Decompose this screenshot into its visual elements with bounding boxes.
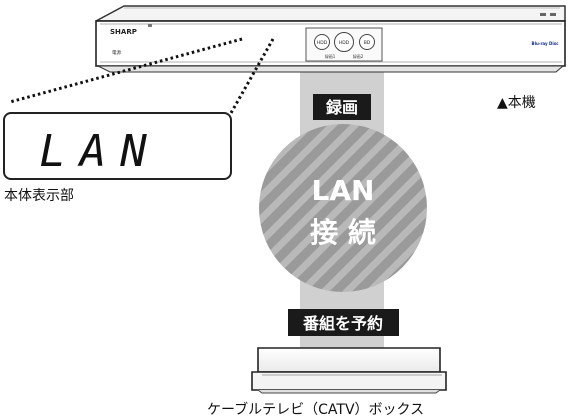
- reserve-label-bg: [288, 309, 399, 336]
- callout-line-left: [9, 37, 243, 104]
- catv-caption: ケーブルテレビ（CATV）ボックス: [207, 401, 424, 418]
- lan-connection-circle: [259, 124, 427, 292]
- front-display-box: [3, 112, 232, 180]
- lan-circle-line1: LAN: [312, 174, 375, 207]
- power-label: 電源: [112, 49, 121, 56]
- bluray-logo: Blu-ray Disc: [532, 41, 560, 46]
- front-display-text: LAN: [39, 126, 160, 177]
- hdd-left-button: [314, 34, 330, 50]
- recorder-unit: [95, 5, 566, 73]
- record-label-bg: [313, 94, 371, 120]
- rec1-label: 録画1: [325, 53, 336, 59]
- bd-button: [359, 34, 375, 50]
- recorder-caption: ▲本機: [497, 95, 536, 111]
- lan-circle-line2: 接 続: [310, 216, 376, 249]
- hdd-center-label: HDD: [339, 40, 350, 46]
- hdd-left-label: HDD: [317, 40, 328, 46]
- hdd-center-button: [334, 32, 354, 52]
- front-display-caption: 本体表示部: [4, 188, 74, 204]
- bd-label: BD: [364, 40, 371, 46]
- rec2-label: 録画2: [353, 53, 364, 59]
- brand-logo: SHARP: [110, 28, 137, 36]
- reserve-label: 番組を予約: [302, 314, 383, 333]
- record-label: 録画: [326, 98, 358, 117]
- catv-box: [251, 347, 447, 394]
